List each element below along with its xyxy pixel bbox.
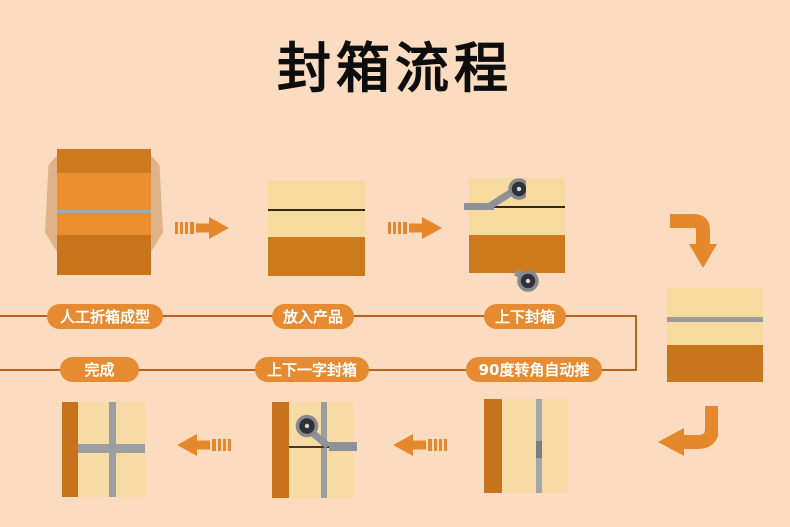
carton-band [667, 322, 763, 345]
step-label-insert-product: 放入产品 [272, 304, 354, 329]
page-title: 封箱流程 [277, 37, 513, 100]
carton-product-inserted [268, 181, 365, 276]
step-label-top-bottom-sealing: 上下封箱 [484, 304, 566, 329]
step-label-manual-folding: 人工折箱成型 [47, 304, 163, 329]
carton-flap-right [149, 153, 163, 255]
tape-roller-bottom-icon [513, 269, 539, 292]
tape-roller-icon [295, 414, 331, 449]
carton-tape-horizontal [78, 444, 145, 453]
carton-band [484, 399, 502, 493]
elbow-arrow-left-icon [658, 406, 718, 456]
carton-seam-line [268, 209, 365, 211]
step-label-complete: 完成 [60, 357, 139, 382]
carton-tape-feed [329, 442, 357, 451]
carton-open-formed [57, 149, 151, 275]
carton-rotated [484, 399, 568, 493]
carton-band [469, 208, 565, 235]
flow-arrow-right-icon [388, 217, 442, 239]
carton-band [667, 345, 763, 382]
carton-band [57, 173, 151, 210]
elbow-arrow-down-icon [670, 214, 717, 268]
carton-sealed-side [667, 288, 763, 382]
carton-seam-line [289, 446, 329, 448]
carton-tape-segment [536, 441, 542, 458]
step-label-90-degree-auto-push: 90度转角自动推 [466, 357, 602, 382]
flow-arrow-left-icon [177, 434, 231, 456]
carton-band [57, 213, 151, 235]
carton-flap-left [45, 153, 59, 255]
carton-band [667, 288, 763, 317]
carton-band [502, 399, 536, 493]
carton-top-bottom-sealing [469, 178, 565, 273]
carton-band [57, 235, 151, 275]
flow-line-connector [635, 315, 637, 371]
carton-band [57, 149, 151, 173]
carton-seam-line [469, 206, 565, 208]
carton-band [268, 237, 365, 276]
tape-roller-top-icon [464, 178, 526, 210]
carton-band [268, 211, 365, 237]
carton-band [62, 402, 78, 497]
step-label-straight-line-sealing: 上下一字封箱 [255, 357, 369, 382]
flow-arrow-right-icon [175, 217, 229, 239]
carton-tape-line [57, 210, 151, 213]
carton-tape-line [667, 317, 763, 322]
flow-arrow-left-icon [393, 434, 447, 456]
carton-band [469, 235, 565, 273]
carton-band [268, 181, 365, 209]
carton-tape-vertical [321, 402, 327, 498]
carton-band [542, 399, 568, 493]
carton-band [272, 402, 289, 498]
